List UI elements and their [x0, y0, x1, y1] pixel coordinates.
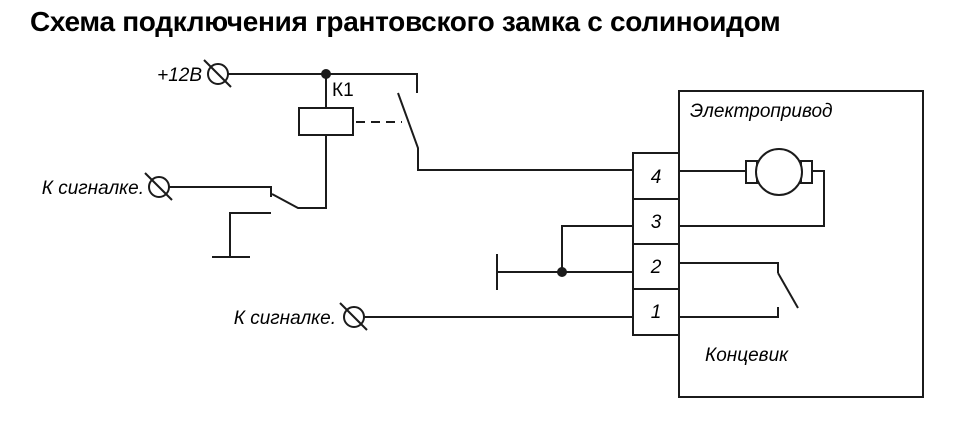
- supply-label: +12В: [157, 65, 202, 86]
- limit-switch-lower-wire: [679, 307, 779, 318]
- connector-pin-4-label: 4: [651, 167, 662, 188]
- connector-pin-dividers: [633, 198, 679, 290]
- diagram-linework: [144, 59, 924, 398]
- alarm-left-terminal-slash: [144, 172, 173, 201]
- connector-pin-1-label: 1: [651, 302, 662, 323]
- motor-wires: [679, 170, 825, 227]
- page-title: Схема подключения грантовского замка с с…: [30, 6, 780, 37]
- alarm-left-label: К сигналке.: [42, 178, 144, 199]
- junction-dot-supply: [321, 69, 331, 79]
- limit-switch-label: Концевик: [705, 345, 789, 366]
- alarm-bottom-label: К сигналке.: [234, 308, 336, 329]
- relay-label: К1: [332, 80, 354, 101]
- alarm-bottom-terminal-icon: [343, 306, 365, 328]
- limit-switch-blade: [777, 272, 799, 309]
- relay-coil-bottom-wire-and-blade: [271, 135, 327, 209]
- diagram-labels: Схема подключения грантовского замка с с…: [30, 6, 833, 366]
- alarm-left-terminal-icon: [148, 176, 170, 198]
- relay-contact-blade-wire: [397, 92, 633, 171]
- limit-switch-upper-wire: [679, 262, 779, 273]
- supply-terminal-icon: [207, 63, 229, 85]
- connector-pin-3-label: 3: [651, 212, 662, 233]
- motor-icon: [755, 148, 803, 196]
- ground-wire: [229, 212, 271, 257]
- alarm-left-wire: [169, 186, 272, 197]
- connector-pin-2-label: 2: [650, 257, 662, 278]
- supply-terminal-slash: [203, 59, 232, 88]
- relay-coil: [298, 107, 354, 136]
- junction-dot-pin2: [557, 267, 567, 277]
- alarm-bottom-terminal-slash: [339, 302, 368, 331]
- actuator-label: Электропривод: [690, 101, 833, 122]
- supply-wire: [228, 73, 418, 93]
- pin3-left-wire: [561, 225, 633, 272]
